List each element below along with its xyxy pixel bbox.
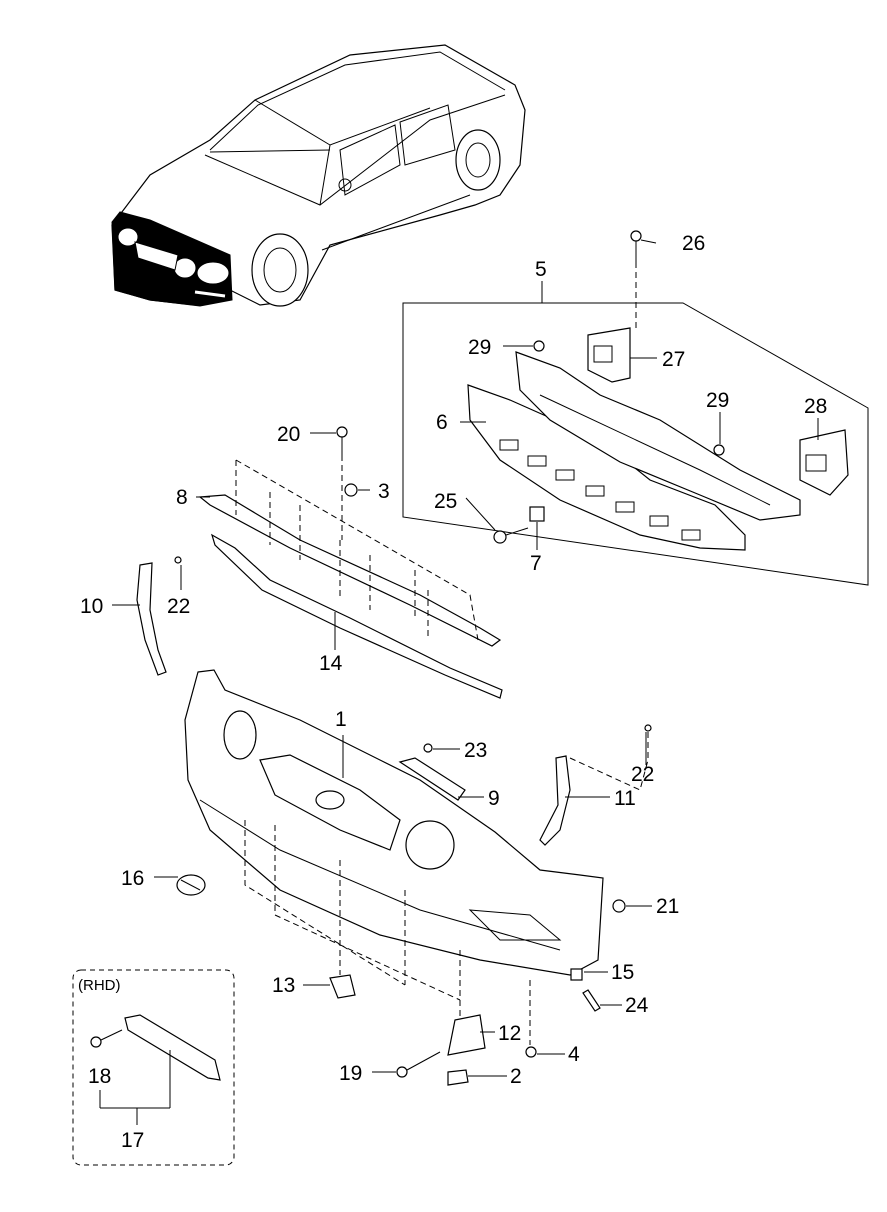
callout-19: 19 (339, 1062, 362, 1085)
callout-5: 5 (535, 258, 547, 281)
callout-15: 15 (611, 961, 634, 984)
callout-1: 1 (335, 708, 347, 731)
callout-7: 7 (530, 552, 542, 575)
callout-10: 10 (80, 595, 103, 618)
leader-lines (112, 239, 819, 1077)
callout-2: 2 (510, 1065, 522, 1088)
callout-26: 26 (682, 232, 705, 255)
rhd-detail-box: (RHD) (72, 969, 235, 1166)
upper-retainers (136, 426, 652, 846)
callout-25: 25 (434, 490, 457, 513)
callout-16: 16 (121, 867, 144, 890)
callout-14: 14 (319, 652, 343, 675)
callout-6: 6 (436, 411, 448, 434)
callout-24: 24 (625, 994, 649, 1017)
rhd-label: (RHD) (78, 977, 121, 994)
callout-8: 8 (176, 486, 188, 509)
reinforcement-assembly (402, 230, 869, 586)
bumper-cover (176, 669, 626, 1086)
vehicle-overview (111, 44, 526, 307)
callout-11: 11 (614, 787, 636, 810)
callout-12: 12 (498, 1022, 521, 1045)
callout-3: 3 (378, 480, 390, 503)
callout-22b: 22 (631, 763, 654, 786)
callout-18: 18 (88, 1065, 111, 1088)
callout-22a: 22 (167, 595, 190, 618)
callout-23: 23 (464, 739, 487, 762)
callout-20: 20 (277, 423, 300, 446)
callout-27: 27 (662, 348, 685, 371)
callout-9: 9 (488, 787, 500, 810)
callout-29a: 29 (468, 336, 491, 359)
callout-28: 28 (804, 395, 827, 418)
callout-21: 21 (656, 895, 679, 918)
callout-29b: 29 (706, 389, 729, 412)
callout-4: 4 (568, 1043, 580, 1066)
callout-13: 13 (272, 974, 295, 997)
callout-17: 17 (121, 1129, 144, 1152)
callout-labels: 1 2 3 4 5 6 7 8 9 10 11 12 13 14 15 16 1… (80, 232, 827, 1152)
